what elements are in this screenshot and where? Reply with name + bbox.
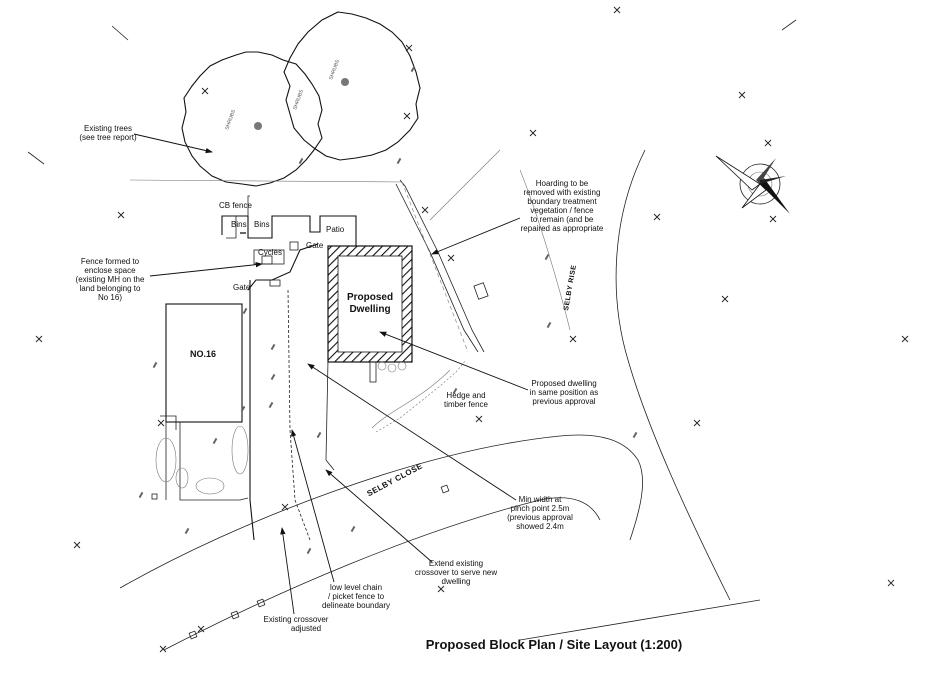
svg-text:Hedge and: Hedge and (446, 391, 485, 400)
svg-text:No 16): No 16) (98, 293, 122, 302)
tree-trunk-left (254, 122, 262, 130)
selby-rise-label: SELBY RISE (563, 264, 578, 311)
svg-text:previous approval: previous approval (532, 397, 595, 406)
svg-text:Extend existing: Extend existing (429, 559, 483, 568)
gate-left-label: Gate (233, 283, 251, 292)
site-boundaries (129, 179, 489, 541)
cycles-label: Cycles (258, 248, 282, 257)
svg-text:(see tree report): (see tree report) (79, 133, 137, 142)
annotation-existing-crossover: Existing crossover adjusted (264, 527, 329, 633)
svg-text:/ picket fence to: / picket fence to (328, 592, 385, 601)
svg-text:SHRUBS: SHRUBS (328, 58, 341, 80)
annotation-fence-formed: Fence formed to enclose space (existing … (76, 257, 263, 302)
svg-text:dwelling: dwelling (442, 577, 471, 586)
svg-text:Fence formed to: Fence formed to (81, 257, 140, 266)
svg-text:low level chain: low level chain (330, 583, 382, 592)
svg-text:boundary treatment: boundary treatment (527, 197, 597, 206)
annotation-existing-trees: Existing trees (see tree report) (79, 124, 213, 154)
svg-text:to remain (and be: to remain (and be (531, 215, 594, 224)
patio-label: Patio (326, 225, 345, 234)
cb-fence-label: CB fence (219, 201, 252, 210)
svg-text:in same position as: in same position as (530, 388, 598, 397)
manholes (151, 484, 450, 640)
drawing-title: Proposed Block Plan / Site Layout (1:200… (426, 637, 682, 652)
svg-text:enclose space: enclose space (84, 266, 136, 275)
level-marks (138, 65, 638, 555)
svg-text:vegetation / fence: vegetation / fence (530, 206, 594, 215)
gate-top-label: Gate (306, 241, 324, 250)
proposed-dwelling-label-1: Proposed (347, 292, 393, 303)
tree-canopy-right (283, 11, 421, 161)
svg-text:Existing trees: Existing trees (84, 124, 132, 133)
svg-text:Min width at: Min width at (519, 495, 562, 504)
survey-points (27, 6, 909, 653)
building-labels: Proposed Dwelling NO.16 Bins Bins Patio … (190, 201, 393, 359)
svg-text:timber fence: timber fence (444, 400, 489, 409)
annotation-min-width: Min width at pinch point 2.5m (previous … (307, 363, 573, 531)
svg-text:Existing crossover: Existing crossover (264, 615, 329, 624)
annotation-hedge: Hedge and timber fence (444, 391, 489, 409)
svg-text:(previous approval: (previous approval (507, 513, 573, 522)
svg-text:pinch point 2.5m: pinch point 2.5m (511, 504, 570, 513)
svg-text:Hoarding to be: Hoarding to be (536, 179, 589, 188)
bins-label-2: Bins (254, 220, 270, 229)
tree-trunk-right (341, 78, 349, 86)
proposed-dwelling-label-2: Dwelling (349, 304, 390, 315)
annotation-proposed-position: Proposed dwelling in same position as pr… (379, 331, 598, 406)
svg-text:SHRUBS: SHRUBS (292, 88, 305, 110)
svg-text:repaired as appropriate: repaired as appropriate (521, 224, 604, 233)
tree-canopy-left (181, 51, 323, 187)
north-arrow-icon (715, 155, 790, 214)
svg-text:SHRUBS: SHRUBS (224, 108, 237, 130)
svg-text:land belonging to: land belonging to (80, 284, 141, 293)
svg-text:Proposed dwelling: Proposed dwelling (531, 379, 596, 388)
annotation-low-level-chain: low level chain / picket fence to deline… (291, 429, 390, 610)
bins-label-1: Bins (231, 220, 247, 229)
annotation-extend-crossover: Extend existing crossover to serve new d… (325, 469, 497, 586)
svg-text:adjusted: adjusted (291, 624, 321, 633)
svg-text:crossover to serve new: crossover to serve new (415, 568, 497, 577)
svg-text:delineate boundary: delineate boundary (322, 601, 390, 610)
annotation-hoarding: Hoarding to be removed with existing bou… (431, 179, 604, 255)
no16-label: NO.16 (190, 349, 216, 359)
svg-text:(existing MH on the: (existing MH on the (76, 275, 145, 284)
selby-close-label: SELBY CLOSE (365, 461, 424, 498)
roads (119, 149, 761, 651)
svg-text:removed with existing: removed with existing (524, 188, 601, 197)
svg-text:showed 2.4m: showed 2.4m (516, 522, 564, 531)
